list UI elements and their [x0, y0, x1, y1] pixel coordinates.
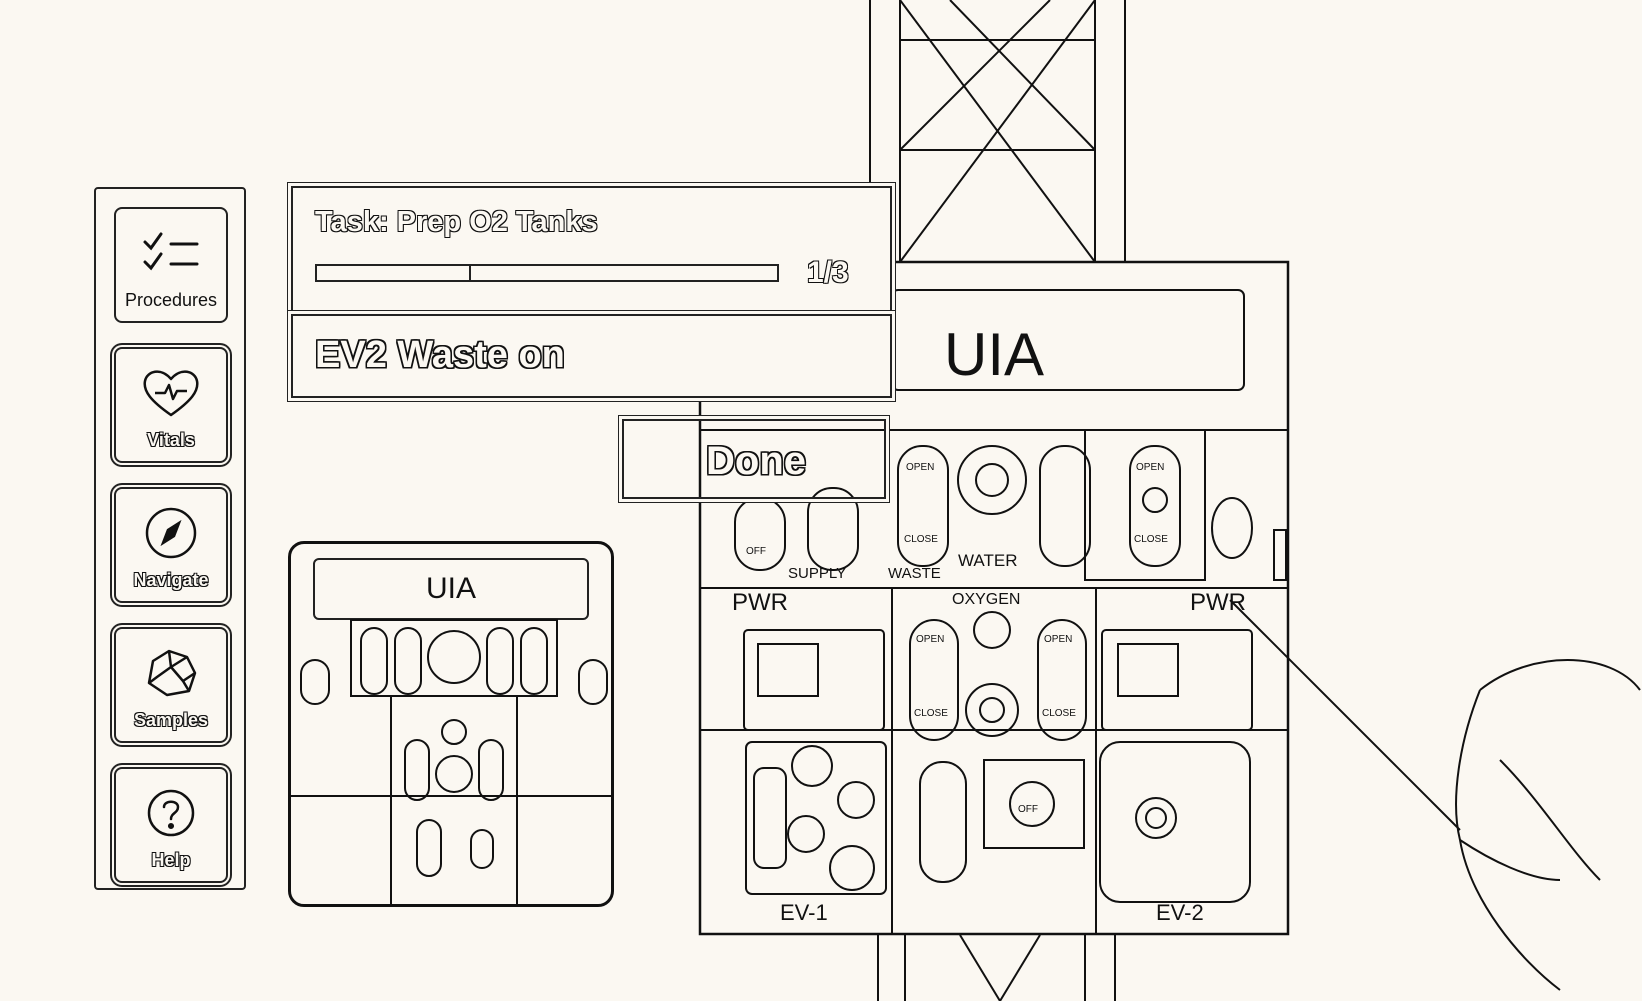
svg-text:OPEN: OPEN: [916, 634, 944, 645]
svg-text:OPEN: OPEN: [1044, 634, 1072, 645]
svg-text:OFF: OFF: [1018, 804, 1038, 815]
sidebar-item-navigate[interactable]: Navigate: [114, 487, 228, 603]
main-sidebar: Procedures Vitals Navigate Samples: [94, 187, 246, 890]
step-instruction-panel: EV2 Waste on: [291, 314, 892, 398]
svg-text:WATER: WATER: [958, 551, 1018, 570]
svg-text:OFF: OFF: [746, 546, 766, 557]
svg-text:CLOSE: CLOSE: [914, 708, 948, 719]
task-panel: Task: Prep O2 Tanks 1/3: [291, 186, 892, 312]
svg-text:WASTE: WASTE: [888, 565, 941, 582]
sidebar-item-label: Samples: [133, 710, 209, 730]
sidebar-item-samples[interactable]: Samples: [114, 627, 228, 743]
svg-text:PWR: PWR: [732, 589, 788, 616]
minimap-diagram: [291, 619, 611, 904]
uia-minimap: UIA: [288, 541, 614, 907]
task-progress-bar: [315, 264, 779, 282]
sidebar-item-label: Vitals: [147, 430, 195, 450]
heart-pulse-icon: [116, 363, 226, 423]
checklist-icon: [116, 223, 226, 283]
task-title: Task: Prep O2 Tanks: [315, 206, 598, 238]
svg-text:OPEN: OPEN: [906, 462, 934, 473]
svg-text:CLOSE: CLOSE: [1042, 708, 1076, 719]
sidebar-item-label: Help: [151, 850, 191, 870]
sidebar-item-label: Navigate: [133, 570, 209, 590]
svg-text:EV-1: EV-1: [780, 900, 828, 925]
scene-panel-title: UIA: [944, 321, 1045, 388]
svg-text:CLOSE: CLOSE: [904, 534, 938, 545]
done-button-label: Done: [706, 439, 806, 483]
svg-text:OXYGEN: OXYGEN: [952, 591, 1020, 608]
sidebar-item-help[interactable]: Help: [114, 767, 228, 883]
rock-icon: [116, 643, 226, 703]
sidebar-item-procedures[interactable]: Procedures: [114, 207, 228, 323]
task-progress-count: 1/3: [807, 256, 849, 289]
svg-text:EV-2: EV-2: [1156, 900, 1204, 925]
svg-text:SUPPLY: SUPPLY: [788, 565, 846, 582]
sidebar-item-label: Procedures: [124, 290, 218, 310]
step-instruction: EV2 Waste on: [315, 334, 565, 376]
task-progress-fill: [317, 266, 471, 280]
compass-icon: [116, 503, 226, 563]
svg-text:PWR: PWR: [1190, 589, 1246, 616]
svg-text:CLOSE: CLOSE: [1134, 534, 1168, 545]
done-button[interactable]: Done: [622, 419, 886, 499]
sidebar-item-vitals[interactable]: Vitals: [114, 347, 228, 463]
question-icon: [116, 783, 226, 843]
svg-text:OPEN: OPEN: [1136, 462, 1164, 473]
